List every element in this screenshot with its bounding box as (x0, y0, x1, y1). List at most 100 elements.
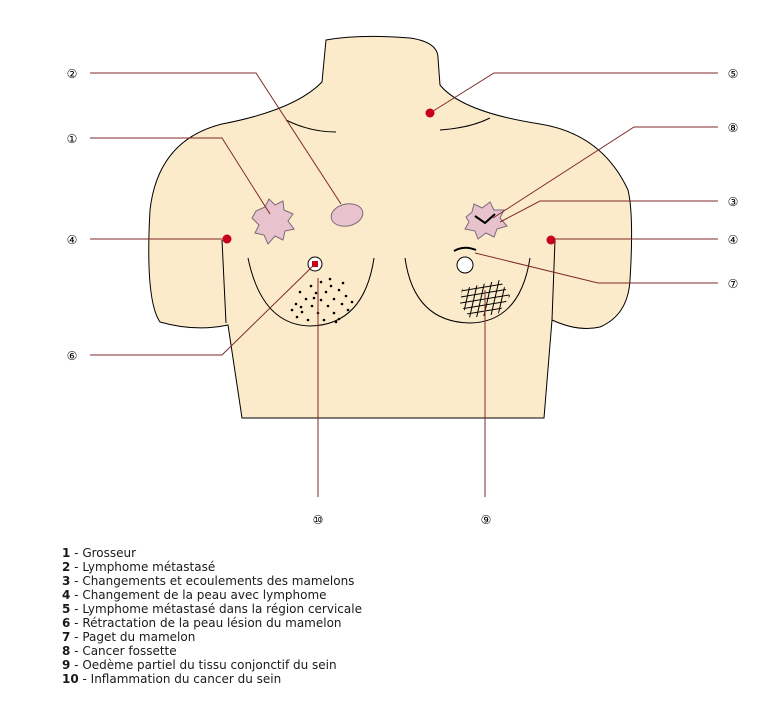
leader-line-2 (90, 72, 342, 205)
legend-text: - Changement de la peau avec lymphome (70, 588, 327, 602)
leader-line-5 (429, 72, 718, 114)
legend-item: 1 - Grosseur (62, 546, 362, 560)
callout-number-6: ⑦ (728, 277, 739, 291)
callout-number-3: ③ (728, 195, 739, 209)
inflammation-dot (312, 296, 316, 300)
inflammation-dot (310, 304, 314, 308)
inflammation-dot (326, 304, 330, 308)
inflammation-dot (319, 280, 323, 284)
retraction-arc (453, 246, 477, 252)
inflammation-dot (328, 277, 332, 281)
left-arm-inner-edge (221, 239, 227, 324)
inflammation-dot (306, 318, 310, 322)
callout-number-2: ② (67, 67, 78, 81)
left-collarbone-line (285, 119, 337, 133)
right-breast-outline (404, 257, 531, 324)
callout-number-8: ⑧ (728, 121, 739, 135)
inflammation-dot (314, 291, 318, 295)
leader-line-6 (474, 252, 718, 284)
inflammation-dot (341, 281, 345, 285)
inflammation-dot (309, 284, 313, 288)
legend-text: - Lymphome métastasé dans la région cerv… (70, 602, 362, 616)
legend-number: 7 (62, 630, 71, 644)
inflammation-dot (319, 298, 323, 302)
legend-text: - Lymphome métastasé (70, 560, 216, 574)
legend-number: 3 (62, 574, 71, 588)
inflammation-dot (340, 302, 344, 306)
lymphoma-node (330, 203, 364, 227)
legend-item: 10 - Inflammation du cancer du sein (62, 672, 362, 686)
legend-number: 6 (62, 616, 71, 630)
inflammation-dot (332, 297, 336, 301)
marker-skin-change-left (222, 234, 232, 244)
legend-item: 4 - Changement de la peau avec lymphome (62, 588, 362, 602)
breast-cancer-symptoms-diagram: ② ① ④ ⑥ ⑤ ⑧ ③ ④ ⑦ ⑩ ⑨ (67, 35, 739, 527)
inflammation-dot (334, 320, 338, 324)
inflammation-dot (337, 317, 341, 321)
inflammation-dot (324, 290, 328, 294)
legend-text: - Changements et ecoulements des mamelon… (70, 574, 355, 588)
right-arm-inner-edge (551, 239, 556, 321)
legend-text: - Oedème partiel du tissu conjonctif du … (70, 658, 337, 672)
inflammation-dot (350, 300, 354, 304)
legend-text: - Grosseur (70, 546, 137, 560)
torso-silhouette (148, 35, 633, 419)
callout-number-1: ① (67, 132, 78, 146)
legend-text: - Inflammation du cancer du sein (78, 672, 282, 686)
inflammation-dot (290, 308, 294, 312)
callout-number-7: ⑥ (67, 349, 78, 363)
inflammation-dot (294, 302, 298, 306)
legend-item: 5 - Lymphome métastasé dans la région ce… (62, 602, 362, 616)
legend-text: - Paget du mamelon (70, 630, 196, 644)
legend-item: 8 - Cancer fossette (62, 644, 362, 658)
leader-line-3 (499, 200, 718, 223)
inflammation-dot (329, 284, 333, 288)
legend-number: 9 (62, 658, 71, 672)
leader-line-7 (90, 265, 314, 356)
legend-item: 7 - Paget du mamelon (62, 630, 362, 644)
inflammation-dot (295, 315, 299, 319)
left-breast-outline (247, 257, 375, 327)
legend-item: 3 - Changements et ecoulements des mamel… (62, 574, 362, 588)
inflammation-dot (337, 288, 341, 292)
leader-lines (90, 72, 718, 497)
legend-item: 2 - Lymphome métastasé (62, 560, 362, 574)
callout-number-4-right: ④ (728, 233, 739, 247)
callout-number-9: ⑨ (481, 513, 492, 527)
inflammation-dots (290, 277, 354, 324)
inflammation-dot (344, 294, 348, 298)
inflammation-dot (300, 310, 304, 314)
legend-text: - Cancer fossette (70, 644, 177, 658)
leader-line-1 (90, 137, 271, 215)
inflammation-dot (299, 305, 303, 309)
legend-number: 10 (62, 672, 79, 686)
inflammation-dot (332, 311, 336, 315)
marker-cervical-lymphoma (425, 108, 435, 118)
legend-text: - Rétractation de la peau lésion du mame… (70, 616, 342, 630)
legend-number: 8 (62, 644, 71, 658)
inflammation-dot (298, 290, 302, 294)
lump-grosseur (251, 198, 295, 245)
leader-line-8 (492, 126, 718, 219)
callout-number-5: ⑤ (728, 67, 739, 81)
right-nipple (456, 256, 474, 274)
legend-number: 5 (62, 602, 71, 616)
callout-number-4-left: ④ (67, 233, 78, 247)
legend-item: 9 - Oedème partiel du tissu conjonctif d… (62, 658, 362, 672)
marker-skin-change-right (546, 235, 556, 245)
callout-number-10: ⑩ (313, 513, 324, 527)
paget-marker (312, 261, 318, 267)
legend: 1 - Grosseur 2 - Lymphome métastasé 3 - … (62, 546, 362, 686)
legend-number: 2 (62, 560, 71, 574)
edema-grid-line (489, 280, 501, 318)
inflammation-dot (322, 318, 326, 322)
lump-nipple-changes (464, 201, 508, 240)
legend-number: 4 (62, 588, 71, 602)
legend-item: 6 - Rétractation de la peau lésion du ma… (62, 616, 362, 630)
right-collarbone-line (439, 117, 491, 131)
legend-number: 1 (62, 546, 71, 560)
inflammation-dot (346, 308, 350, 312)
dimple-mark (474, 213, 496, 225)
inflammation-dot (304, 297, 308, 301)
